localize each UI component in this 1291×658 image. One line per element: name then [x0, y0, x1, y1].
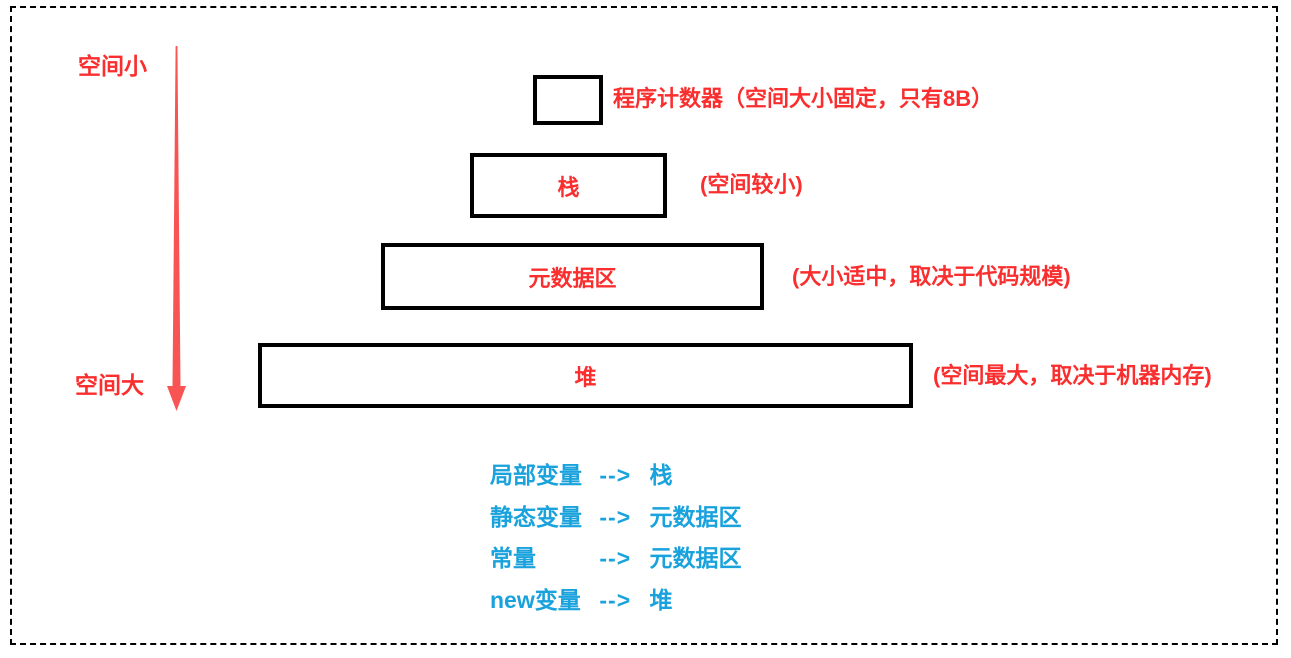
program-counter-annotation: 程序计数器（空间大小固定，只有8B） [613, 86, 994, 111]
mapping-target: 元数据区 [649, 545, 742, 571]
metaspace-box: 元数据区 [381, 243, 764, 310]
mapping-arrow: --> [599, 587, 632, 613]
down-arrow-icon [167, 46, 186, 411]
mapping-row-constants: 常量 --> 元数据区 [490, 546, 742, 570]
heap-annotation: (空间最大，取决于机器内存) [933, 363, 1212, 388]
mapping-row-local-vars: 局部变量 --> 栈 [490, 463, 673, 487]
stack-annotation: (空间较小) [700, 172, 803, 197]
mapping-target: 栈 [649, 462, 673, 488]
dashed-border [10, 6, 1278, 645]
mapping-row-new-vars: new变量 --> 堆 [490, 588, 673, 612]
heap-box: 堆 [258, 343, 913, 408]
space-large-label: 空间大 [75, 372, 144, 398]
mapping-source: 常量 [490, 545, 536, 571]
mapping-arrow: --> [599, 462, 632, 488]
heap-box-label: 堆 [574, 364, 597, 390]
mapping-source: 静态变量 [490, 504, 582, 530]
mapping-arrow: --> [599, 504, 632, 530]
program-counter-box [533, 75, 603, 125]
mapping-arrow: --> [599, 545, 632, 571]
stack-box-label: 栈 [557, 174, 580, 200]
stack-box: 栈 [470, 153, 667, 218]
space-small-label: 空间小 [78, 53, 147, 79]
mapping-target: 元数据区 [649, 504, 742, 530]
mapping-row-static-vars: 静态变量 --> 元数据区 [490, 505, 742, 529]
metaspace-annotation: (大小适中，取决于代码规模) [792, 264, 1071, 289]
mapping-target: 堆 [649, 587, 673, 613]
mapping-source: 局部变量 [490, 462, 582, 488]
mapping-source: new变量 [490, 587, 581, 613]
metaspace-box-label: 元数据区 [528, 265, 617, 291]
